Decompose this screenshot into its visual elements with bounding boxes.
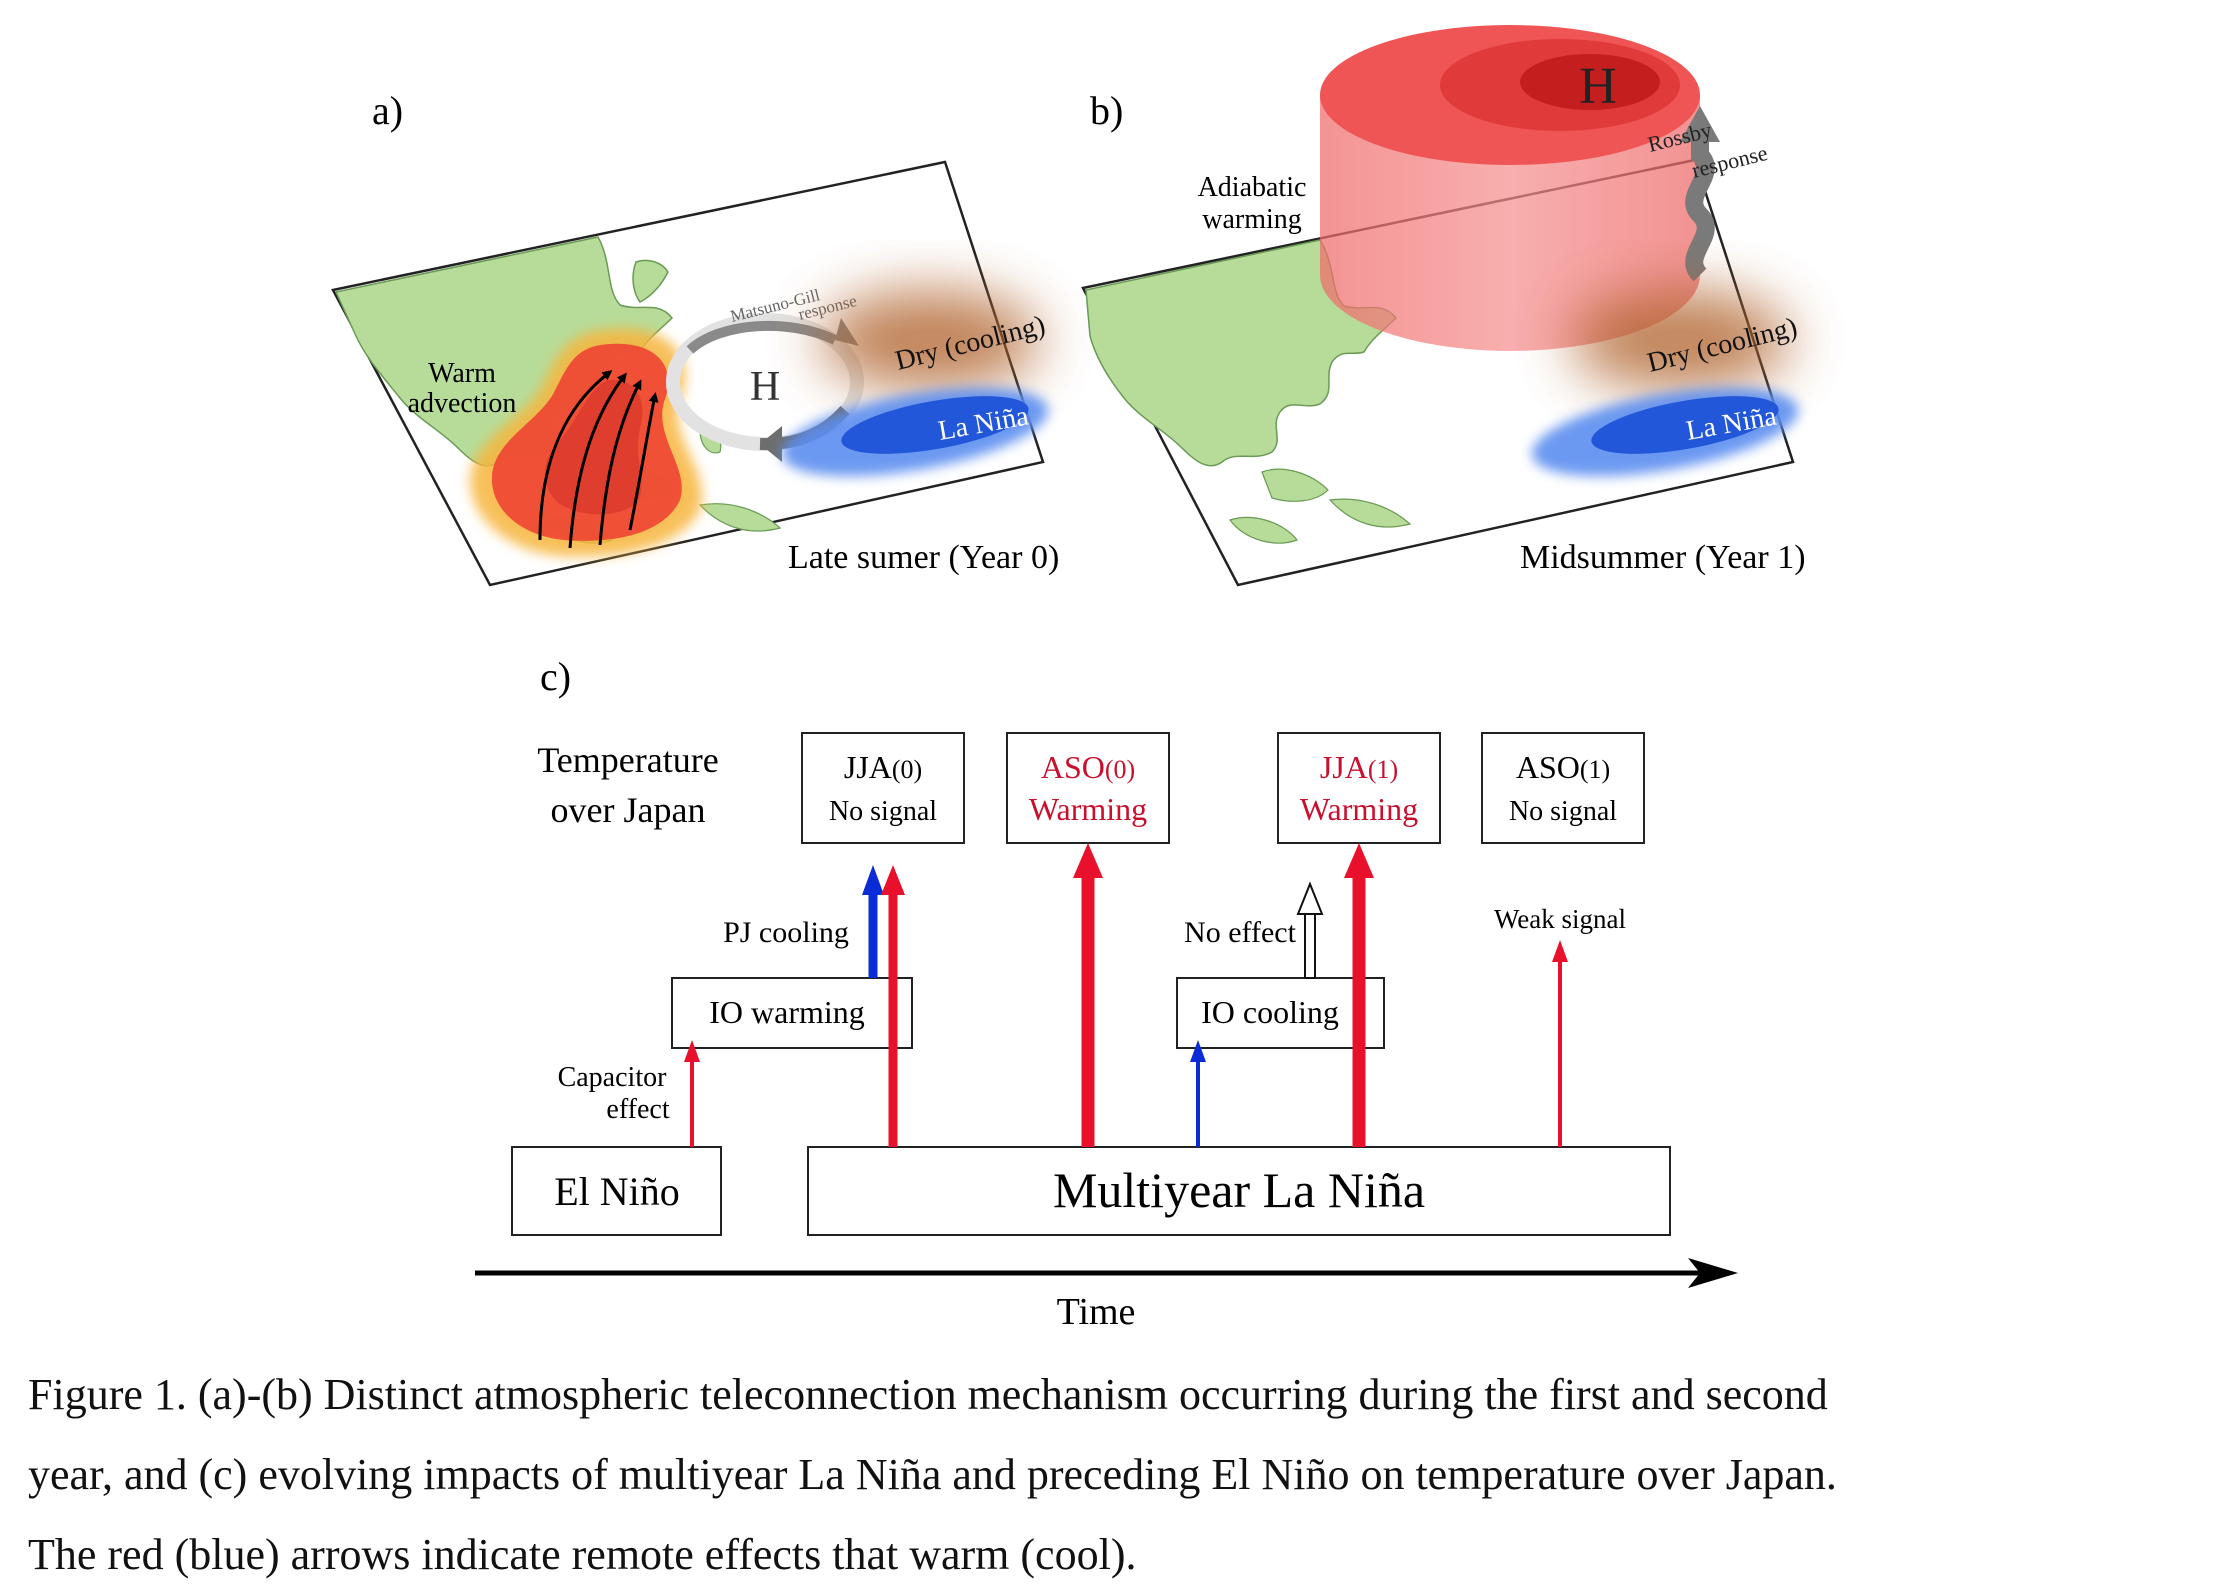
aso1-signal: No signal [1509, 796, 1617, 827]
jja1-year: (1) [1368, 755, 1398, 784]
panel-b-season: Midsummer (Year 1) [1520, 539, 1806, 576]
panel-c-label: c) [540, 654, 571, 699]
caption-line-1: Figure 1. (a)-(b) Distinct atmospheric t… [28, 1370, 1828, 1419]
box-jja0: JJA(0) No signal [801, 732, 965, 844]
svg-text:JJA(0): JJA(0) [844, 749, 922, 785]
box-aso0: ASO(0) Warming [1006, 732, 1170, 844]
arrow-capacitor [684, 1040, 700, 1147]
panel-a-japan [632, 259, 669, 303]
adiabatic-label-1: Adiabatic [1198, 172, 1307, 203]
temperature-label-2: over Japan [551, 790, 706, 830]
panel-a-la-nina-region [781, 387, 1049, 477]
jja0-year: (0) [892, 755, 922, 784]
arrow-no-effect [1296, 881, 1324, 979]
arrow-warm-jja1 [1344, 843, 1374, 1147]
time-label: Time [1057, 1291, 1136, 1333]
box-aso1: ASO(1) No signal [1481, 732, 1645, 844]
panel-b-high-label: H [1579, 58, 1617, 115]
warm-advection-label-1: Warm [428, 358, 496, 389]
panel-a: a) Warm advection H Matsuno-G [331, 88, 1059, 587]
aso0-signal: Warming [1029, 791, 1147, 827]
caption-line-3: The red (blue) arrows indicate remote ef… [28, 1530, 1137, 1579]
pj-cooling-label: PJ cooling [723, 916, 849, 949]
io-warming-label: IO warming [709, 994, 865, 1030]
arrow-warm-aso0 [1073, 843, 1103, 1147]
panel-b-label: b) [1090, 88, 1123, 133]
multiyear-label: Multiyear La Niña [1053, 1162, 1425, 1218]
panel-a-dry-region [820, 290, 1040, 390]
arrow-io-cooling [1190, 1040, 1206, 1147]
jja1-signal: Warming [1300, 791, 1418, 827]
anticyclone-cylinder [1320, 25, 1700, 351]
arrow-weak-signal [1552, 940, 1568, 1147]
panel-b-islands [1229, 468, 1412, 544]
box-io-warming: IO warming [671, 977, 913, 1049]
capacitor-label-1: Capacitor [558, 1062, 668, 1093]
panel-a-label: a) [372, 88, 403, 133]
panel-a-season: Late sumer (Year 0) [788, 539, 1059, 576]
warm-advection-region [470, 328, 703, 557]
svg-text:ASO(0): ASO(0) [1041, 749, 1135, 785]
aso0-year: (0) [1105, 755, 1135, 784]
capacitor-label-2: effect [606, 1094, 669, 1125]
box-jja1: JJA(1) Warming [1277, 732, 1441, 844]
figure-caption: Figure 1. (a)-(b) Distinct atmospheric t… [28, 1355, 2218, 1595]
adiabatic-label-2: warming [1202, 204, 1302, 235]
aso1-season: ASO [1516, 749, 1580, 785]
jja1-season: JJA [1320, 749, 1368, 785]
warm-advection-label-2: advection [408, 388, 517, 419]
panel-b-la-nina-region [1531, 387, 1799, 477]
box-el-nino: El Niño [511, 1146, 722, 1236]
svg-text:ASO(1): ASO(1) [1516, 749, 1610, 785]
aso1-year: (1) [1580, 755, 1610, 784]
box-multiyear-la-nina: Multiyear La Niña [807, 1146, 1671, 1236]
figure-1: a) Warm advection H Matsuno-G [331, 25, 1806, 1333]
panel-c: c) Temperature over Japan JJA(0) No sign… [475, 654, 1738, 1333]
el-nino-label: El Niño [554, 1169, 680, 1214]
panel-a-high-label: H [750, 364, 780, 410]
temperature-label-1: Temperature [537, 740, 718, 780]
jja0-signal: No signal [829, 796, 937, 827]
arrow-pj-cooling [862, 865, 884, 978]
panel-b-dry-region [1570, 290, 1790, 390]
jja0-season: JJA [844, 749, 892, 785]
arrow-el-nino-warm-jja0 [881, 865, 905, 1147]
caption-line-2: year, and (c) evolving impacts of multiy… [28, 1450, 1837, 1499]
aso0-season: ASO [1041, 749, 1105, 785]
io-cooling-label: IO cooling [1201, 994, 1339, 1030]
panel-b: b) H Rossby response Adiabatic warming D… [1081, 25, 1806, 587]
rossby-arrow [1680, 106, 1720, 282]
weak-signal-label: Weak signal [1494, 904, 1626, 934]
time-axis [475, 1258, 1738, 1288]
box-io-cooling: IO cooling [1176, 977, 1385, 1049]
svg-text:JJA(1): JJA(1) [1320, 749, 1398, 785]
no-effect-label: No effect [1184, 916, 1297, 949]
